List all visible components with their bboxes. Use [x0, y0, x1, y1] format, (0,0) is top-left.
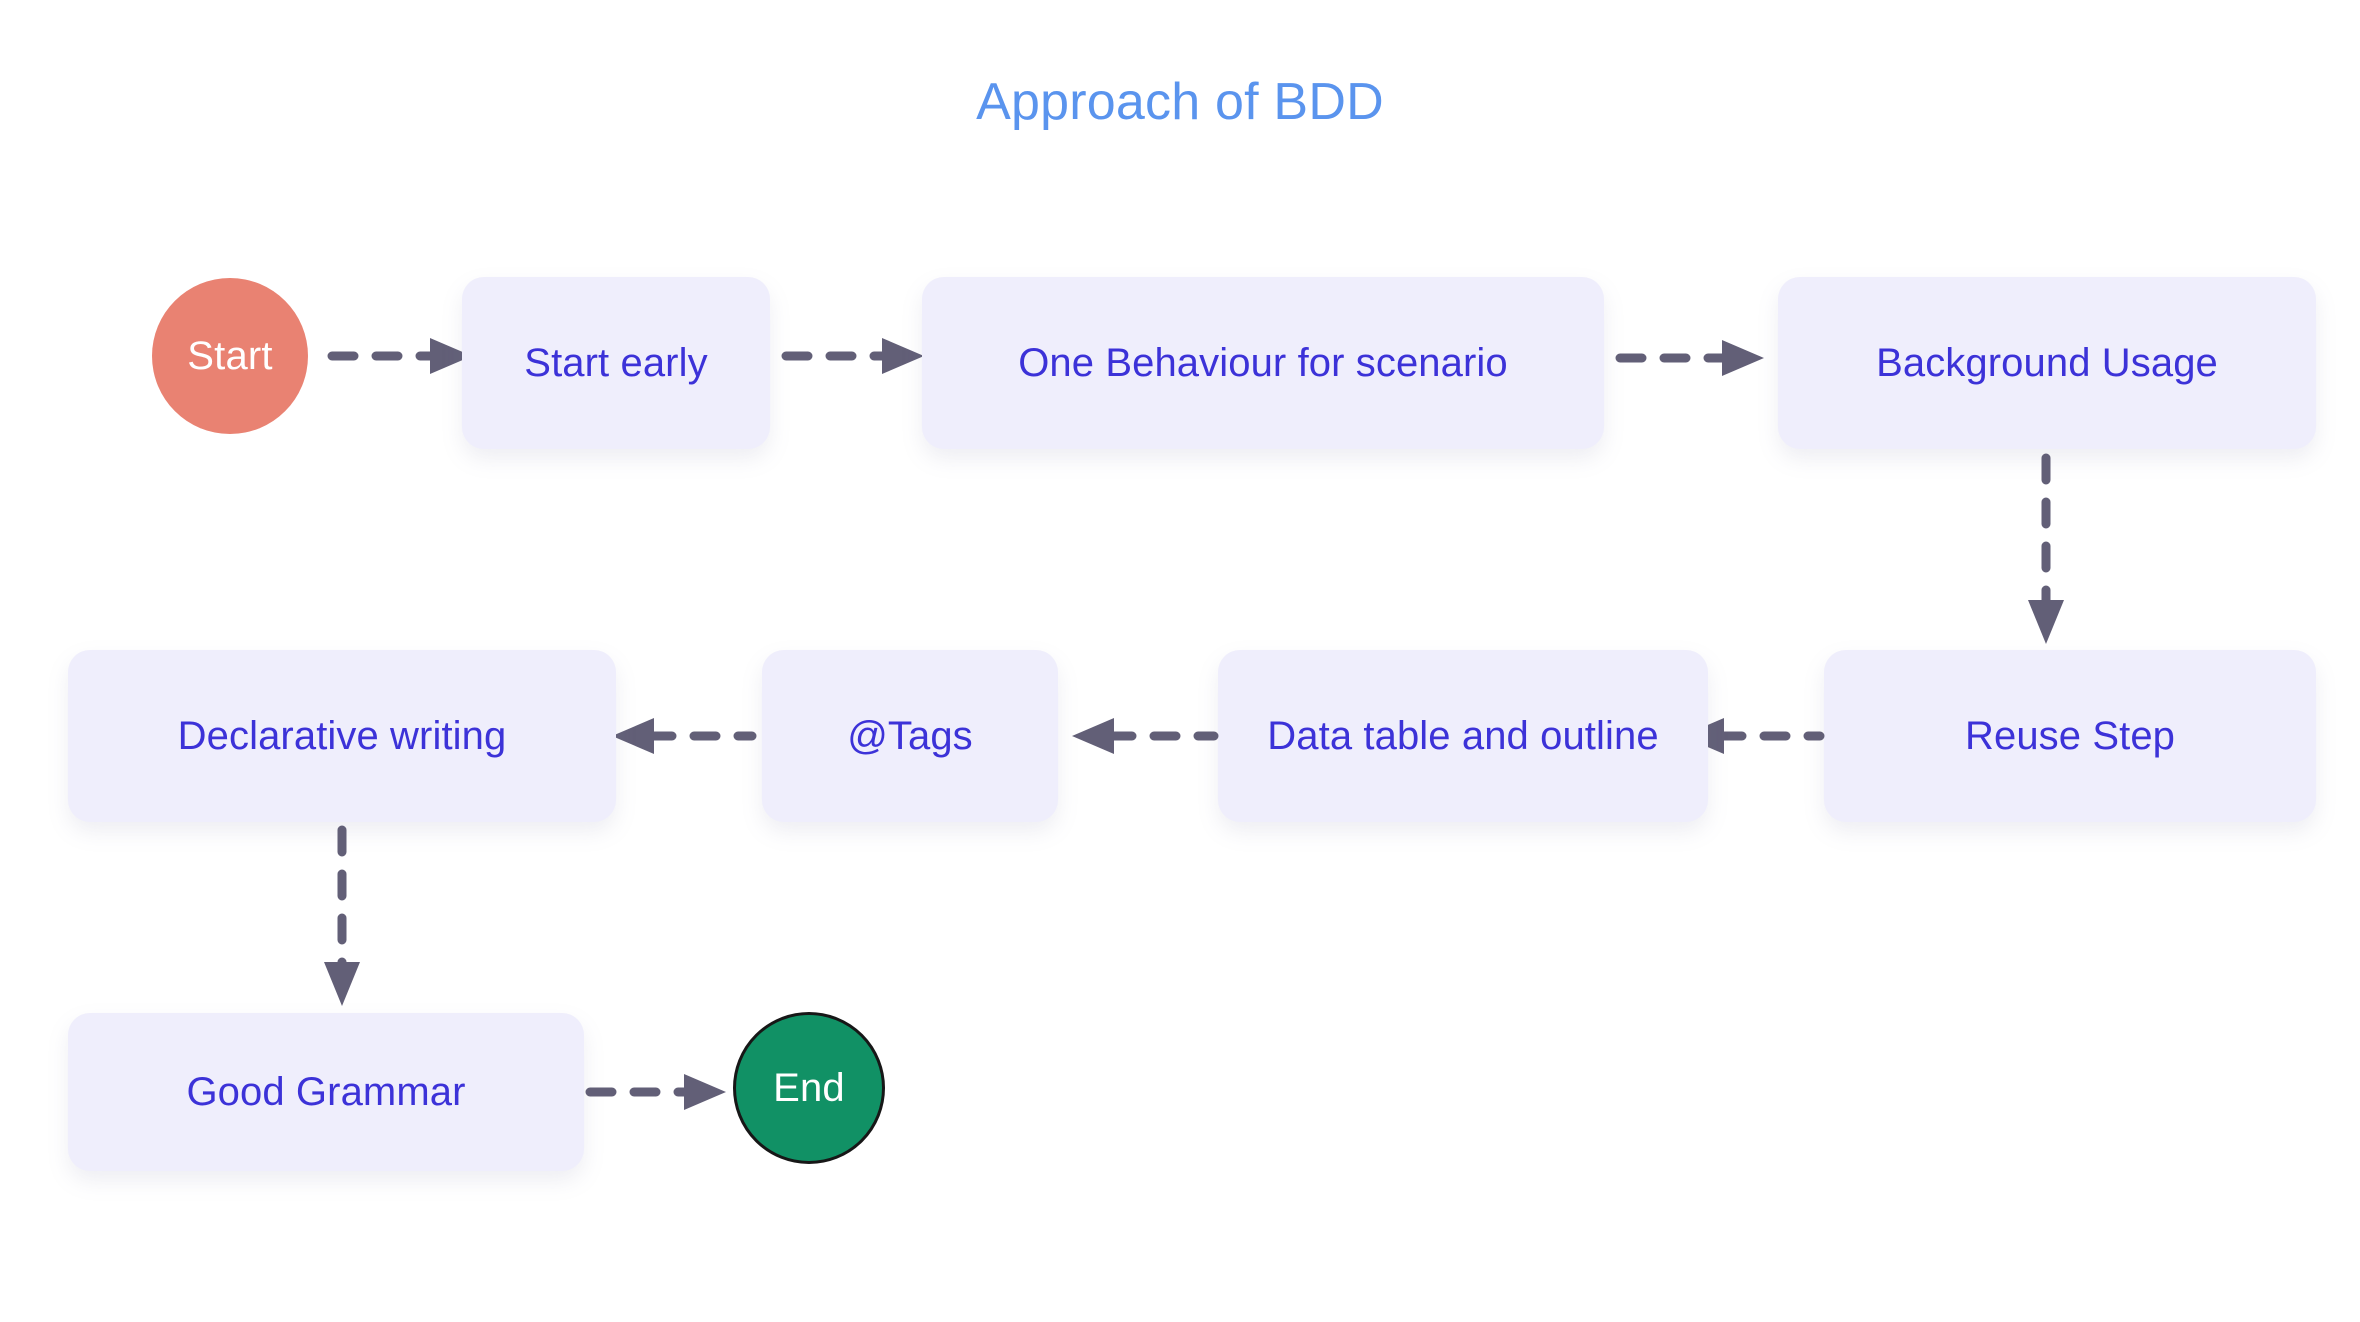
node-tags-label: @Tags [847, 714, 973, 758]
arrow-head-down-icon [2028, 600, 2064, 644]
node-one-behaviour-label: One Behaviour for scenario [1018, 341, 1508, 385]
arrow-head-right-icon [1722, 340, 1764, 376]
node-reuse-step-label: Reuse Step [1964, 714, 2176, 758]
arrow-head-left-icon [1072, 718, 1114, 754]
node-declarative-writing-label: Declarative writing [177, 714, 507, 758]
node-one-behaviour[interactable]: One Behaviour for scenario [922, 277, 1604, 449]
arrow-head-right-icon [430, 338, 472, 374]
node-tags[interactable]: @Tags [762, 650, 1058, 822]
node-start[interactable]: Start [152, 278, 308, 434]
node-declarative-writing[interactable]: Declarative writing [68, 650, 616, 822]
arrow-head-left-icon [612, 718, 654, 754]
node-start-early[interactable]: Start early [462, 277, 770, 449]
edge-tags-to-declarative-writing [612, 718, 757, 754]
node-start-label: Start [187, 334, 273, 378]
arrow-head-right-icon [882, 338, 924, 374]
node-data-table-label: Data table and outline [1267, 714, 1659, 758]
arrow-head-right-icon [684, 1074, 726, 1110]
node-good-grammar-label: Good Grammar [186, 1070, 466, 1114]
node-background-usage[interactable]: Background Usage [1778, 277, 2316, 449]
edge-data-table-to-tags [1072, 718, 1219, 754]
node-background-usage-label: Background Usage [1876, 341, 2218, 385]
node-good-grammar[interactable]: Good Grammar [68, 1013, 584, 1171]
node-data-table[interactable]: Data table and outline [1218, 650, 1708, 822]
node-start-early-label: Start early [524, 341, 708, 385]
node-end[interactable]: End [733, 1012, 885, 1164]
arrow-head-down-icon [324, 962, 360, 1006]
edge-start-early-to-one-behaviour [781, 338, 924, 374]
edge-one-behaviour-to-background-usage [1615, 340, 1764, 376]
edge-good-grammar-to-end [585, 1074, 726, 1110]
edge-background-usage-to-reuse-step [2028, 453, 2064, 644]
page-title: Approach of BDD [976, 73, 1384, 131]
node-end-label: End [773, 1066, 845, 1110]
edge-declarative-writing-to-good-grammar [324, 825, 360, 1006]
node-reuse-step[interactable]: Reuse Step [1824, 650, 2316, 822]
edge-start-to-start-early [327, 338, 472, 374]
